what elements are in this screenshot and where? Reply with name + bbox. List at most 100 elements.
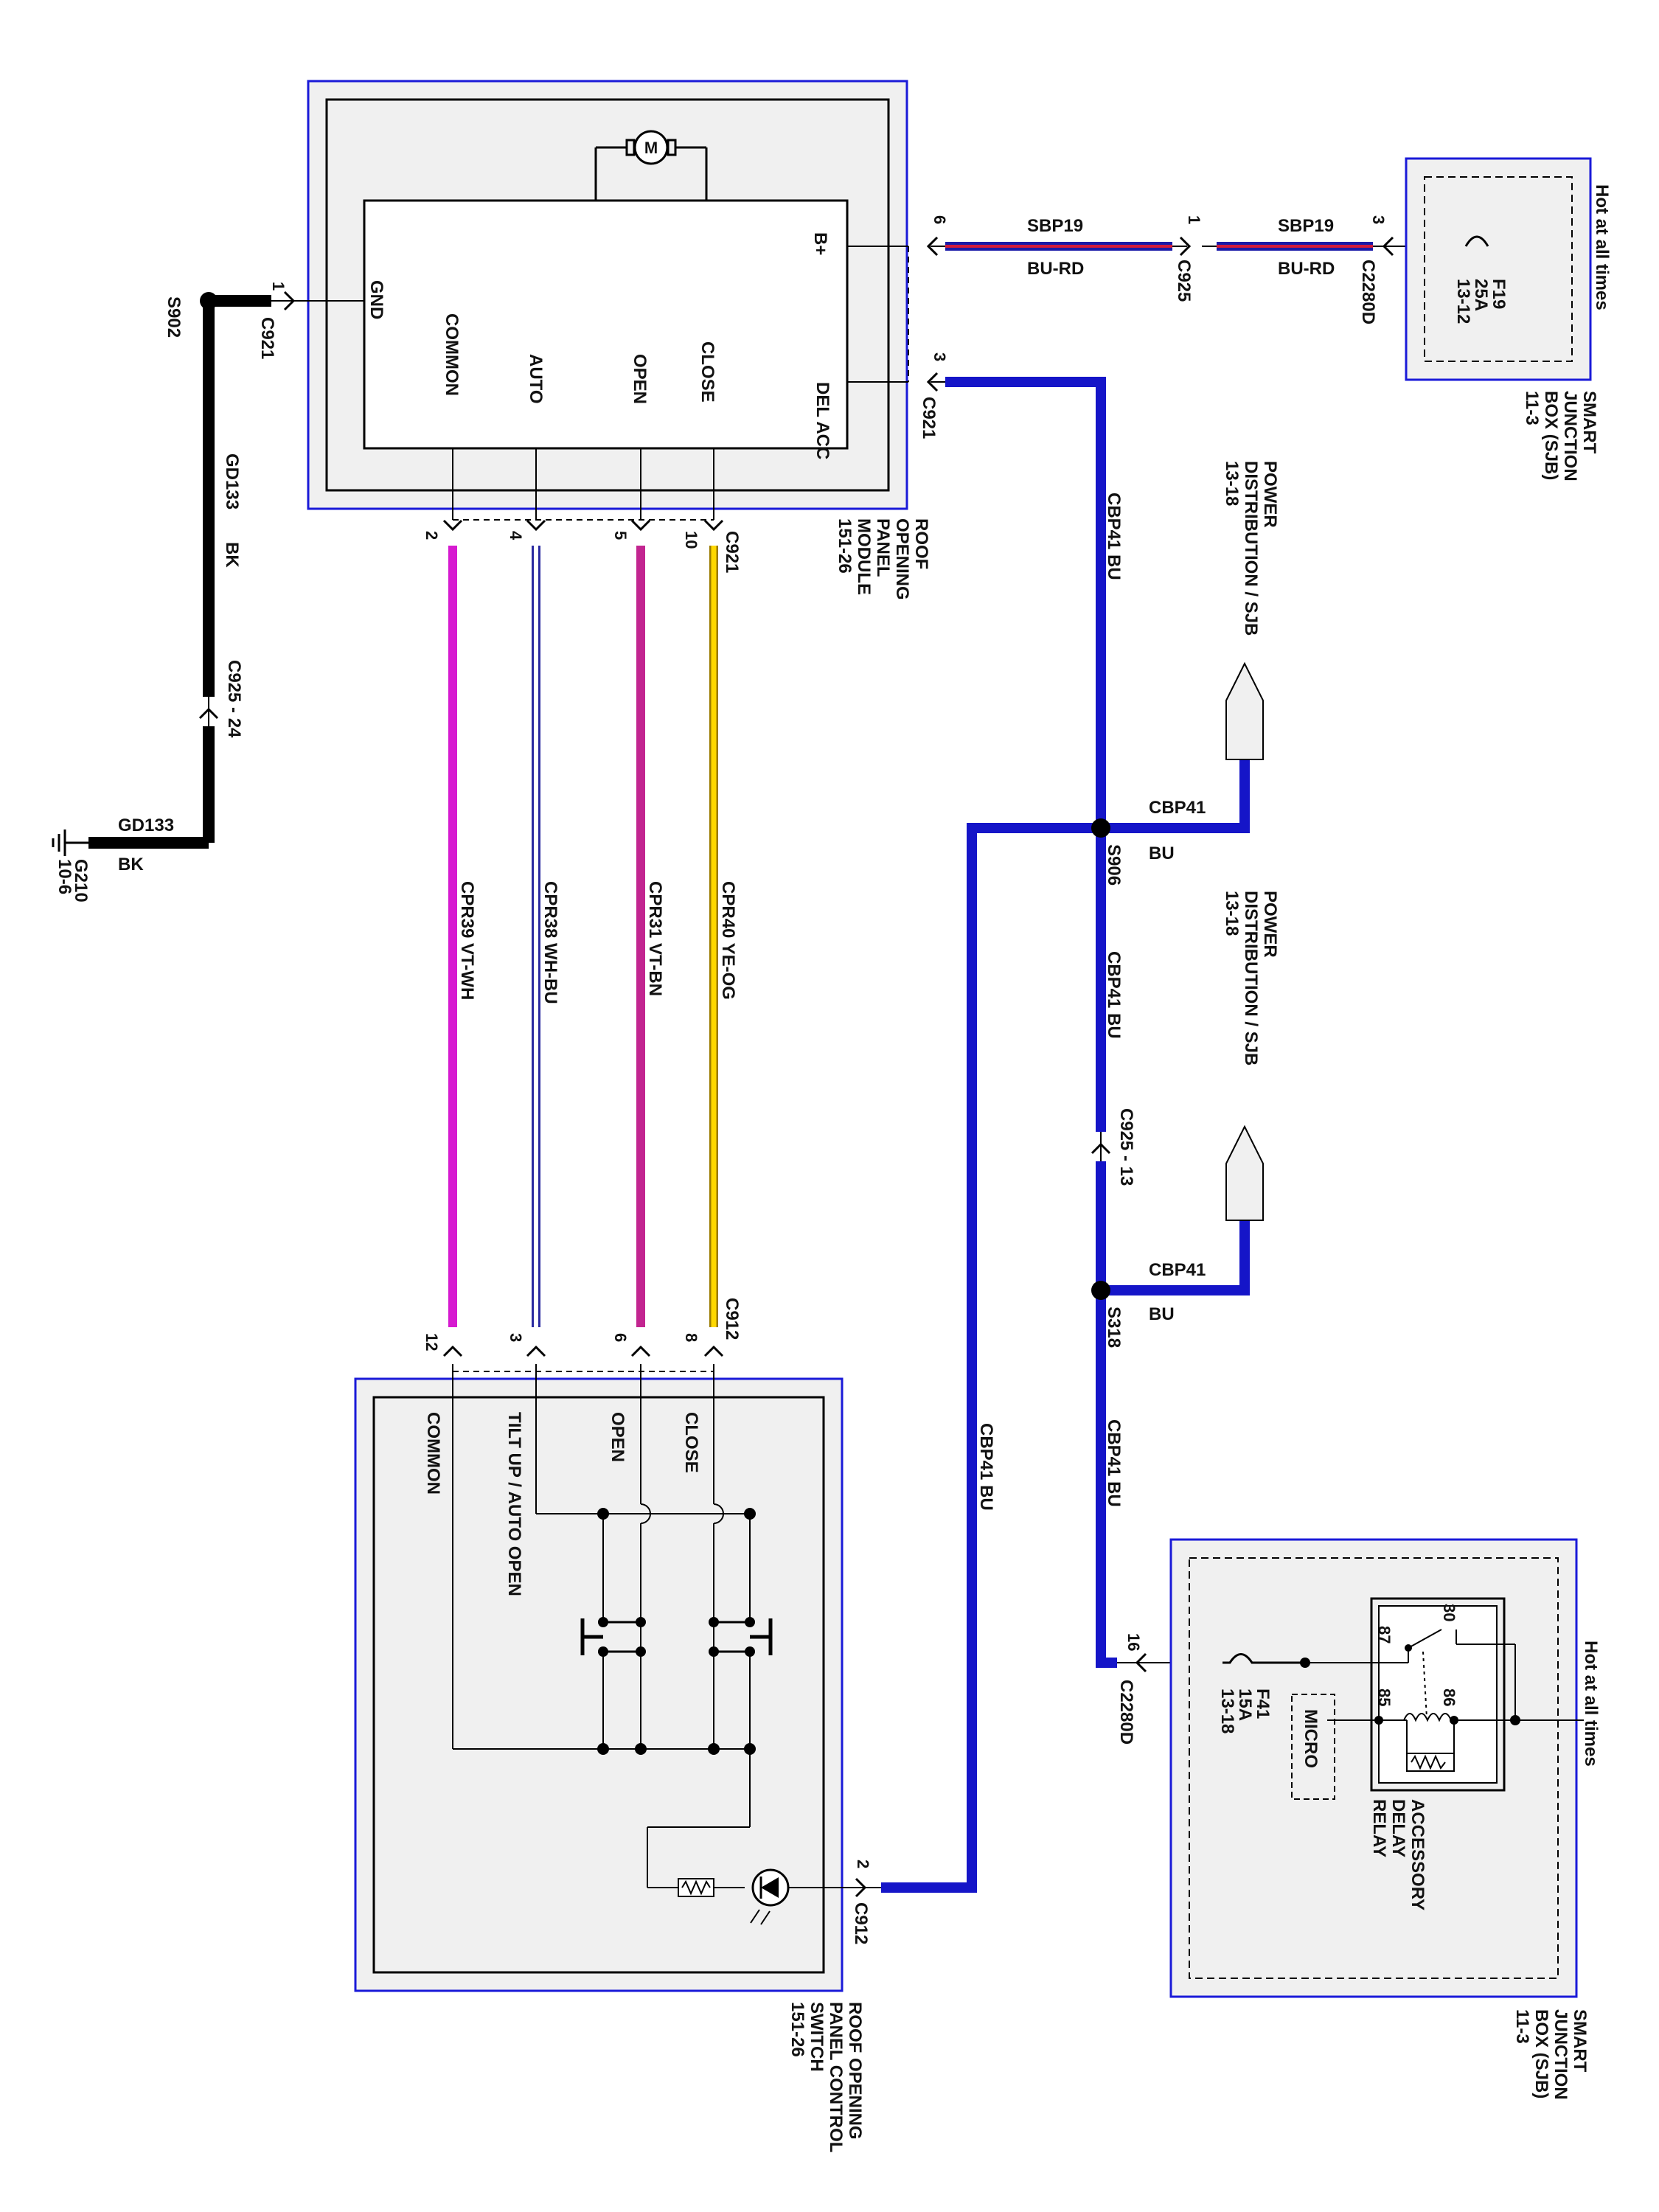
module-label: ROOF OPENING PANEL MODULE 151-26 bbox=[835, 518, 931, 600]
splice-s318-label: S318 bbox=[1104, 1307, 1124, 1348]
cpr-wires: 2 4 5 10 C921 CPR39 VT-WH CPR38 WH-BU CP… bbox=[422, 519, 742, 1357]
svg-text:SMART: SMART bbox=[1579, 391, 1599, 454]
svg-text:11-3: 11-3 bbox=[1522, 391, 1542, 425]
off-page-arrow-icon bbox=[1225, 1124, 1264, 1221]
pin-c2280d-top: 3 bbox=[1369, 215, 1388, 224]
motor-icon: M bbox=[594, 130, 708, 201]
svg-text:MODULE: MODULE bbox=[854, 518, 874, 595]
power-dist-ref-1: POWER DISTRIBUTION / SJB 13-18 bbox=[1222, 461, 1280, 760]
svg-text:ROOF: ROOF bbox=[911, 518, 931, 569]
svg-text:PANEL: PANEL bbox=[873, 518, 893, 577]
svg-text:151-26: 151-26 bbox=[787, 2002, 807, 2057]
svg-text:JUNCTION: JUNCTION bbox=[1560, 391, 1580, 481]
svg-text:F41: F41 bbox=[1253, 1688, 1273, 1719]
pin-c921-delacc: 3 bbox=[931, 352, 949, 361]
svg-text:DISTRIBUTION / SJB: DISTRIBUTION / SJB bbox=[1241, 461, 1261, 636]
wire-gd133-color-2: BK bbox=[118, 855, 144, 874]
conn-c912-led: C912 bbox=[851, 1902, 871, 1944]
wire-gd133-color: BK bbox=[222, 542, 242, 568]
wire-cbp41-label-1: CBP41 BU bbox=[1104, 493, 1124, 580]
splice-s902-label: S902 bbox=[164, 296, 184, 338]
hot-at-all-times-bottom: Hot at all times bbox=[1581, 1641, 1601, 1767]
splice-s906-label: S906 bbox=[1104, 844, 1124, 886]
svg-text:13-18: 13-18 bbox=[1222, 461, 1242, 506]
switch-label-close: CLOSE bbox=[681, 1412, 701, 1473]
pin-c921-auto: 4 bbox=[507, 531, 525, 540]
wire-cbp41-label-2: CBP41 bbox=[1149, 798, 1206, 818]
conn-c921-delacc: C921 bbox=[919, 397, 939, 439]
switch-label-tilt: TILT UP / AUTO OPEN bbox=[504, 1412, 524, 1596]
svg-text:F19: F19 bbox=[1489, 279, 1509, 309]
svg-text:BOX (SJB): BOX (SJB) bbox=[1531, 2009, 1551, 2098]
switch-label-open: OPEN bbox=[608, 1412, 627, 1462]
power-dist-ref-2: POWER DISTRIBUTION / SJB 13-18 bbox=[1222, 891, 1280, 1221]
svg-text:13-18: 13-18 bbox=[1222, 891, 1242, 936]
svg-text:RELAY: RELAY bbox=[1369, 1799, 1389, 1857]
pin-label-close: CLOSE bbox=[698, 341, 717, 403]
pin-c921-gnd: 1 bbox=[269, 282, 288, 291]
wire-cpr40-label: CPR40 YE-OG bbox=[718, 881, 738, 1000]
svg-text:10-6: 10-6 bbox=[55, 859, 74, 894]
conn-c921-cpr: C921 bbox=[722, 531, 742, 573]
ground-g210-label: G210 10-6 bbox=[55, 859, 91, 902]
accessory-delay-relay: 30 87 86 85 bbox=[1305, 1597, 1584, 1792]
conn-c925-13: C925 - 13 bbox=[1116, 1108, 1136, 1186]
svg-text:POWER: POWER bbox=[1260, 891, 1280, 958]
pin-c912-open: 6 bbox=[611, 1333, 630, 1342]
wire-cpr38-label: CPR38 WH-BU bbox=[540, 881, 560, 1004]
led-icon bbox=[750, 1868, 790, 1925]
micro-box bbox=[1291, 1694, 1335, 1800]
wire-gd133-label-2: GD133 bbox=[118, 815, 174, 835]
relay-pin-87: 87 bbox=[1375, 1626, 1394, 1644]
svg-text:151-26: 151-26 bbox=[835, 518, 855, 574]
svg-text:PANEL CONTROL: PANEL CONTROL bbox=[826, 2002, 846, 2152]
roof-opening-panel-module: M GND COMMON AUTO OPEN CLOSE DEL ACC B+ … bbox=[307, 80, 931, 600]
wire-sbp19-color: BU-RD bbox=[1027, 259, 1084, 279]
pin-c912-common: 12 bbox=[422, 1333, 441, 1351]
pin-c925-sbp: 1 bbox=[1185, 215, 1203, 224]
fuse-f19-icon bbox=[1464, 235, 1489, 247]
splice-s318 bbox=[1091, 1281, 1110, 1300]
pin-label-common: COMMON bbox=[442, 313, 462, 396]
pin-c912-led: 2 bbox=[854, 1860, 872, 1868]
svg-text:BOX (SJB): BOX (SJB) bbox=[1541, 391, 1561, 480]
sjb-bottom: F41 15A 13-18 bbox=[1169, 1538, 1601, 2100]
fuse-f41-label: F41 15A 13-18 bbox=[1217, 1688, 1273, 1733]
pin-label-gnd: GND bbox=[366, 280, 386, 319]
wire-cpr31-label: CPR31 VT-BN bbox=[645, 881, 665, 996]
wire-sbp19-label-2: SBP19 bbox=[1278, 216, 1334, 236]
ground-circuit: S902 1 C921 GD133 BK C925 - 24 GD133 BK … bbox=[52, 282, 295, 902]
svg-text:15A: 15A bbox=[1235, 1688, 1255, 1721]
sjb-top-label: SMART JUNCTION BOX (SJB) 11-3 bbox=[1522, 391, 1599, 481]
pin-c2280d-bottom: 16 bbox=[1124, 1633, 1143, 1651]
cbp41-circuit: 3 C921 CBP41 BU CBP41 BU S906 CBP41 BU C… bbox=[851, 352, 1250, 1944]
conn-c925: C925 bbox=[1174, 260, 1194, 302]
svg-text:DISTRIBUTION / SJB: DISTRIBUTION / SJB bbox=[1241, 891, 1261, 1065]
svg-text:SWITCH: SWITCH bbox=[807, 2002, 827, 2072]
svg-text:OPENING: OPENING bbox=[892, 518, 912, 600]
pin-c921-bplus: 6 bbox=[931, 215, 949, 224]
svg-text:ROOF OPENING: ROOF OPENING bbox=[845, 2002, 865, 2140]
svg-text:13-12: 13-12 bbox=[1453, 279, 1473, 324]
relay-label: ACCESSORY DELAY RELAY bbox=[1369, 1799, 1427, 1910]
conn-c2280d-top: C2280D bbox=[1358, 260, 1378, 324]
pin-label-auto: AUTO bbox=[526, 354, 546, 404]
pin-c921-open: 5 bbox=[611, 531, 630, 540]
sjb-top: F19 25A 13-12 Hot at all times SMART JUN… bbox=[1405, 157, 1612, 481]
sbp19-circuit: 6 SBP19 BU-RD 1 C925 SBP19 BU-RD 3 C2280… bbox=[927, 215, 1584, 324]
svg-text:11-3: 11-3 bbox=[1512, 2009, 1532, 2044]
wire-cbp41-color-2: BU bbox=[1149, 844, 1175, 863]
wire-gd133-label: GD133 bbox=[222, 453, 242, 509]
roof-opening-panel-control-switch: COMMON TILT UP / AUTO OPEN OPEN CLOSE RO… bbox=[354, 1364, 865, 2152]
conn-c912-cpr: C912 bbox=[722, 1298, 742, 1340]
pin-c921-common: 2 bbox=[422, 531, 441, 540]
switch-label-common: COMMON bbox=[423, 1412, 443, 1495]
wire-cbp41-label-6: CBP41 BU bbox=[976, 1423, 996, 1511]
fuse-f19-label: F19 25A 13-12 bbox=[1453, 279, 1509, 324]
pin-c912-tilt: 3 bbox=[507, 1333, 525, 1342]
fuse-f41-icon bbox=[1222, 1653, 1305, 1664]
svg-text:POWER: POWER bbox=[1260, 461, 1280, 528]
sjb-bottom-label: SMART JUNCTION BOX (SJB) 11-3 bbox=[1512, 2009, 1590, 2100]
wire-sbp19-label: SBP19 bbox=[1027, 216, 1083, 236]
